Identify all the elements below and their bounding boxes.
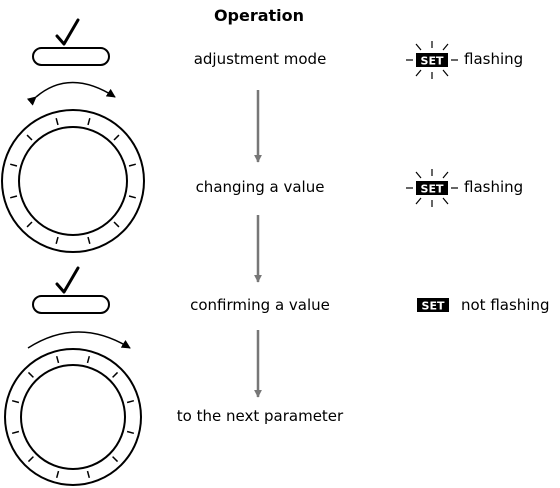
knob-tick bbox=[55, 236, 59, 244]
knob-tick bbox=[11, 430, 20, 435]
knob-turn-right-icon bbox=[4, 331, 142, 486]
knob-tick bbox=[26, 134, 33, 141]
knob-tick bbox=[128, 195, 136, 199]
status-text: flashing bbox=[464, 50, 524, 68]
knob-tick bbox=[87, 118, 91, 126]
knob-tick bbox=[112, 371, 119, 378]
knob-tick bbox=[86, 355, 91, 364]
knob-tick bbox=[10, 163, 18, 167]
set-badge-icon: SET bbox=[417, 298, 449, 313]
knob-tick bbox=[10, 195, 18, 199]
knob-tick bbox=[113, 134, 120, 141]
knob-tick bbox=[86, 470, 91, 479]
set-badge-flashing-icon: SET bbox=[406, 169, 458, 207]
page-title: Operation bbox=[213, 6, 305, 25]
knob-tick bbox=[126, 399, 135, 404]
step-label-adjustment-mode: adjustment mode bbox=[193, 50, 327, 68]
status-text: not flashing bbox=[461, 296, 550, 314]
set-badge-flashing-icon: SET bbox=[406, 41, 458, 79]
knob-tick bbox=[27, 371, 34, 378]
knob-tick bbox=[11, 399, 20, 404]
button-press-icon bbox=[32, 18, 110, 66]
knob-tick bbox=[26, 221, 33, 228]
button-press-icon bbox=[32, 266, 110, 314]
step-label-changing-value: changing a value bbox=[195, 178, 325, 196]
status-text: flashing bbox=[464, 178, 524, 196]
set-badge-text: SET bbox=[421, 55, 444, 68]
knob-tick bbox=[55, 118, 59, 126]
knob-tick bbox=[87, 236, 91, 244]
step-label-next-parameter: to the next parameter bbox=[176, 407, 344, 425]
knob-tick bbox=[112, 456, 119, 463]
knob-turn-both-ways-icon bbox=[1, 81, 145, 253]
knob-tick bbox=[55, 355, 60, 364]
knob-tick bbox=[113, 221, 120, 228]
set-badge-text: SET bbox=[421, 183, 444, 196]
set-badge-text: SET bbox=[422, 300, 445, 313]
knob-tick bbox=[126, 430, 135, 435]
step-label-confirming-value: confirming a value bbox=[190, 296, 330, 314]
knob-tick bbox=[27, 456, 34, 463]
knob-tick bbox=[55, 470, 60, 479]
knob-tick bbox=[128, 163, 136, 167]
